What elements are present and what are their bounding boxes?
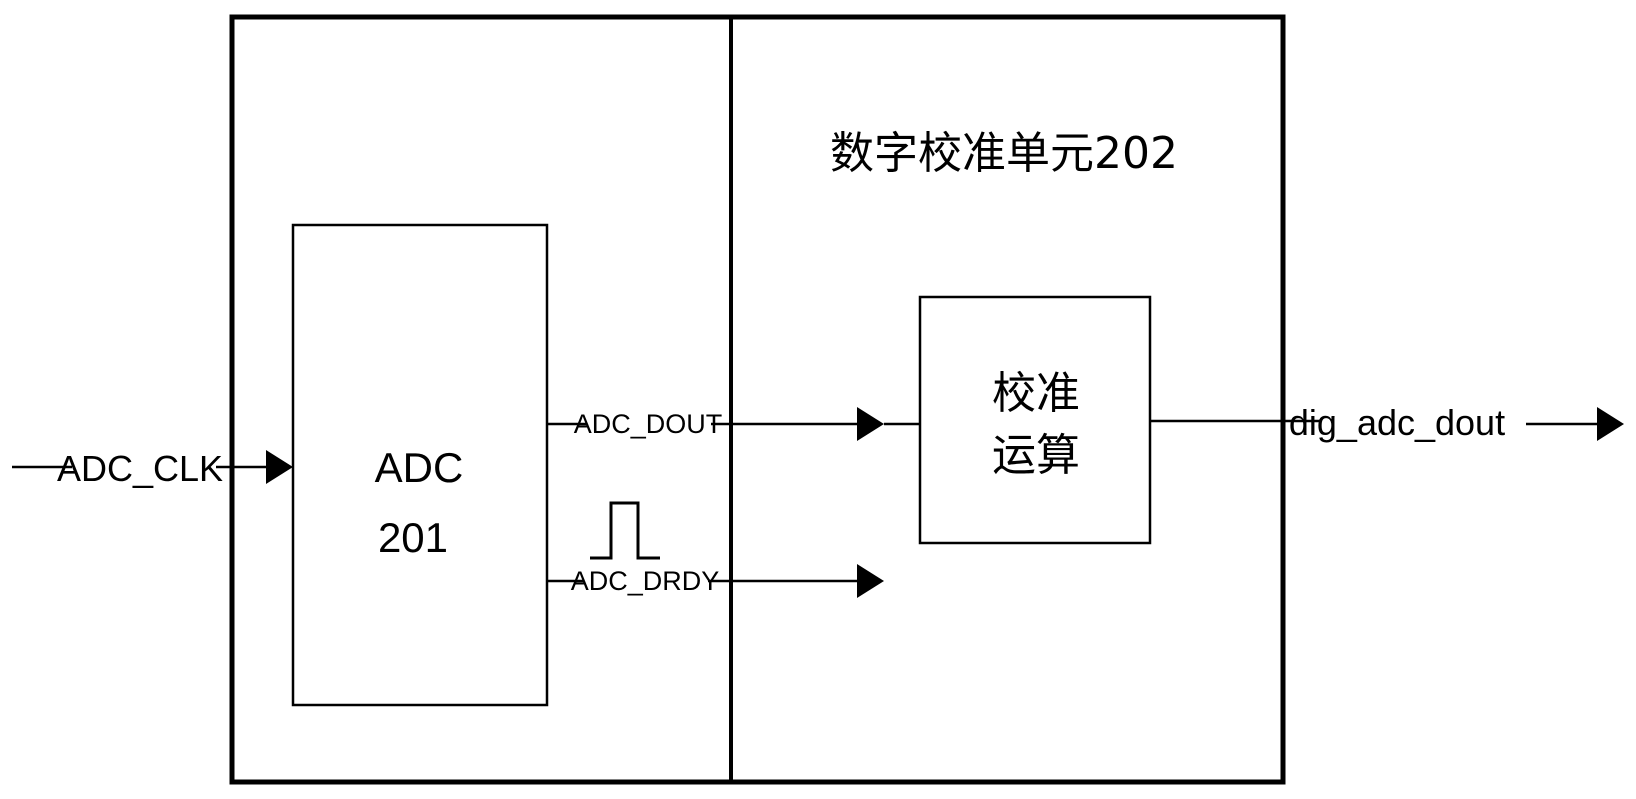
adc-clk-label: ADC_CLK <box>57 448 223 489</box>
adc-clk-arrowhead <box>266 450 293 484</box>
output-label: dig_adc_dout <box>1289 402 1505 443</box>
adc-drdy-label: ADC_DRDY <box>571 566 720 596</box>
adc-drdy-arrowhead <box>857 564 884 598</box>
adc-dout-label: ADC_DOUT <box>574 409 723 439</box>
output-arrowhead <box>1597 407 1624 441</box>
calibration-calc-label-line2: 运算 <box>992 430 1080 481</box>
calibration-calc-label-line1: 校准 <box>992 368 1080 419</box>
outer-system-box <box>229 14 1286 785</box>
calibration-calc-block <box>918 295 1152 545</box>
adc-block-name: ADC <box>375 444 464 491</box>
adc-block-number: 201 <box>378 514 448 561</box>
calibration-unit-title: 数字校准单元202 <box>830 128 1178 179</box>
adc-block <box>291 223 549 707</box>
drdy-pulse-symbol <box>590 501 660 560</box>
adc-dout-arrowhead <box>857 407 884 441</box>
